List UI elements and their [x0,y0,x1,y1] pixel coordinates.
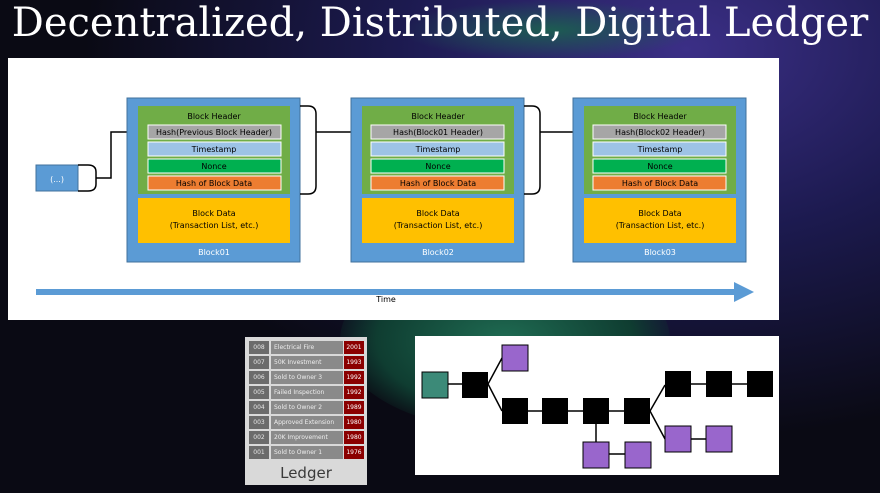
ledger-row-number: 002 [249,431,269,444]
ledger-row-description: Failed Inspection [271,386,343,399]
block-02-data-hash-label: Hash of Block Data [400,179,476,188]
ledger-row-number: 004 [249,401,269,414]
block-01-data-hash-label: Hash of Block Data [176,179,252,188]
ledger-row-year: 1992 [344,386,364,399]
prev-bracket [78,164,97,192]
ledger-row-description: 50K Investment [271,356,343,369]
block-02-timestamp-label: Timestamp [415,145,461,154]
ledger-row: 007 50K Investment 1993 [247,355,365,369]
ledger-row: 006 Sold to Owner 3 1992 [247,370,365,384]
chain-block [706,371,732,397]
ledger-row-description: Approved Extension [271,416,343,429]
block-01-timestamp-label: Timestamp [191,145,237,154]
chain-block [747,371,773,397]
ledger-row-year: 1993 [344,356,364,369]
chain-block [462,372,488,398]
ledger-row-description: Sold to Owner 2 [271,401,343,414]
block-01-header-label: Block Header [187,112,241,121]
slide-title: Decentralized, Distributed, Digital Ledg… [11,0,869,46]
ledger-row: 004 Sold to Owner 2 1989 [247,400,365,414]
time-label: Time [375,295,396,304]
block-03-data-line1: Block Data [638,209,681,218]
block-02: Block Header Hash(Block01 Header) Timest… [350,97,525,263]
ledger-row-number: 006 [249,371,269,384]
chain-links [448,357,747,455]
time-arrow-head [734,282,754,302]
orphan-block [624,441,652,469]
ledger-row-year: 1980 [344,431,364,444]
orphan-block [582,441,610,469]
ledger-row: 001 Sold to Owner 1 1976 [247,445,365,459]
blockchain-diagram: (...) Block Header Hash(Previous Block H… [35,97,754,304]
block-02-data-line2: (Transaction List, etc.) [394,221,483,230]
chain-block [624,398,650,424]
block-03: Block Header Hash(Block02 Header) Timest… [572,97,747,263]
orphan-block [664,425,692,453]
block-01: Block Header Hash(Previous Block Header)… [126,97,301,263]
chain-block [542,398,568,424]
ledger-row-year: 1989 [344,401,364,414]
block-03-name: Block03 [644,248,676,257]
ledger-label: Ledger [280,464,332,482]
block-03-timestamp-label: Timestamp [637,145,683,154]
ledger-row: 003 Approved Extension 1980 [247,415,365,429]
orphan-block [501,344,529,372]
ledger-row-description: Sold to Owner 1 [271,446,343,459]
ledger-row-description: 20K Improvement [271,431,343,444]
previous-block [35,164,79,192]
time-arrow-shaft [36,289,736,295]
block-03-hash-label: Hash(Block02 Header) [615,128,705,137]
ledger-row-number: 003 [249,416,269,429]
previous-block-label: (...) [50,175,64,184]
block-03-data-line2: (Transaction List, etc.) [616,221,705,230]
block-03-data-hash-label: Hash of Block Data [622,179,698,188]
orphan-block [705,425,733,453]
block-02-hash-label: Hash(Block01 Header) [393,128,483,137]
block-02-header-label: Block Header [411,112,465,121]
ledger-row: 008 Electrical Fire 2001 [247,340,365,354]
chain-block [665,371,691,397]
chain-block [583,398,609,424]
block-01-name: Block01 [198,248,230,257]
block-01-data-line2: (Transaction List, etc.) [170,221,259,230]
block-02-name: Block02 [422,248,454,257]
background-glow-top [400,0,700,60]
ledger-row-number: 008 [249,341,269,354]
ledger-row: 005 Failed Inspection 1992 [247,385,365,399]
block-03-header-label: Block Header [633,112,687,121]
ledger-row-number: 001 [249,446,269,459]
chain-block [502,398,528,424]
ledger-row-number: 005 [249,386,269,399]
ledger-row-year: 2001 [344,341,364,354]
genesis-block [421,371,449,399]
header-bracket-01 [300,105,317,195]
block-03-nonce-label: Nonce [647,162,672,171]
block-02-nonce-label: Nonce [425,162,450,171]
block-01-data-line1: Block Data [192,209,235,218]
block-01-nonce-label: Nonce [201,162,226,171]
ledger-row: 002 20K Improvement 1980 [247,430,365,444]
ledger-table: 008 Electrical Fire 2001 007 50K Investm… [245,337,367,485]
ledger-row-year: 1992 [344,371,364,384]
block-02-data-line1: Block Data [416,209,459,218]
ledger-row-number: 007 [249,356,269,369]
chain-fork-graph [421,344,773,469]
ledger-row-description: Sold to Owner 3 [271,371,343,384]
header-bracket-02 [524,105,541,195]
ledger-row-year: 1980 [344,416,364,429]
chain-fork-panel [415,336,779,475]
ledger-row-description: Electrical Fire [271,341,343,354]
blockchain-diagram-panel: (...) Block Header Hash(Previous Block H… [8,58,779,320]
ledger-row-year: 1976 [344,446,364,459]
block-01-hash-label: Hash(Previous Block Header) [156,128,272,137]
